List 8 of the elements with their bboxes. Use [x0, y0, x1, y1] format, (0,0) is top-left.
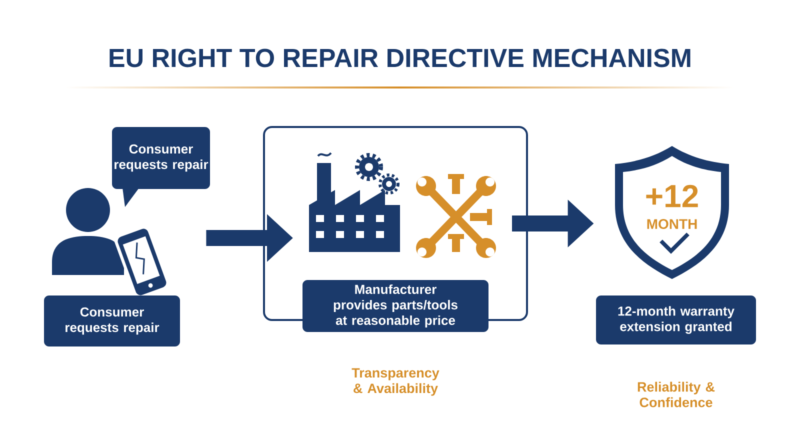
shield-badge: +12 MONTH — [615, 146, 729, 279]
label-box: Consumer requests repair — [44, 296, 180, 346]
node-label: Transparency & Availability — [352, 368, 440, 396]
node-label: Reliability & Confidence — [638, 382, 715, 408]
label-box: 12-month warranty extension granted — [596, 296, 756, 344]
label-box: Manufacturer provides parts/tools at reasonable price — [302, 280, 488, 332]
speech-bubble: Consumer requests repair — [112, 127, 210, 207]
title: EU RIGHT TO REPAIR DIRECTIVE MECHANISM — [110, 48, 690, 68]
